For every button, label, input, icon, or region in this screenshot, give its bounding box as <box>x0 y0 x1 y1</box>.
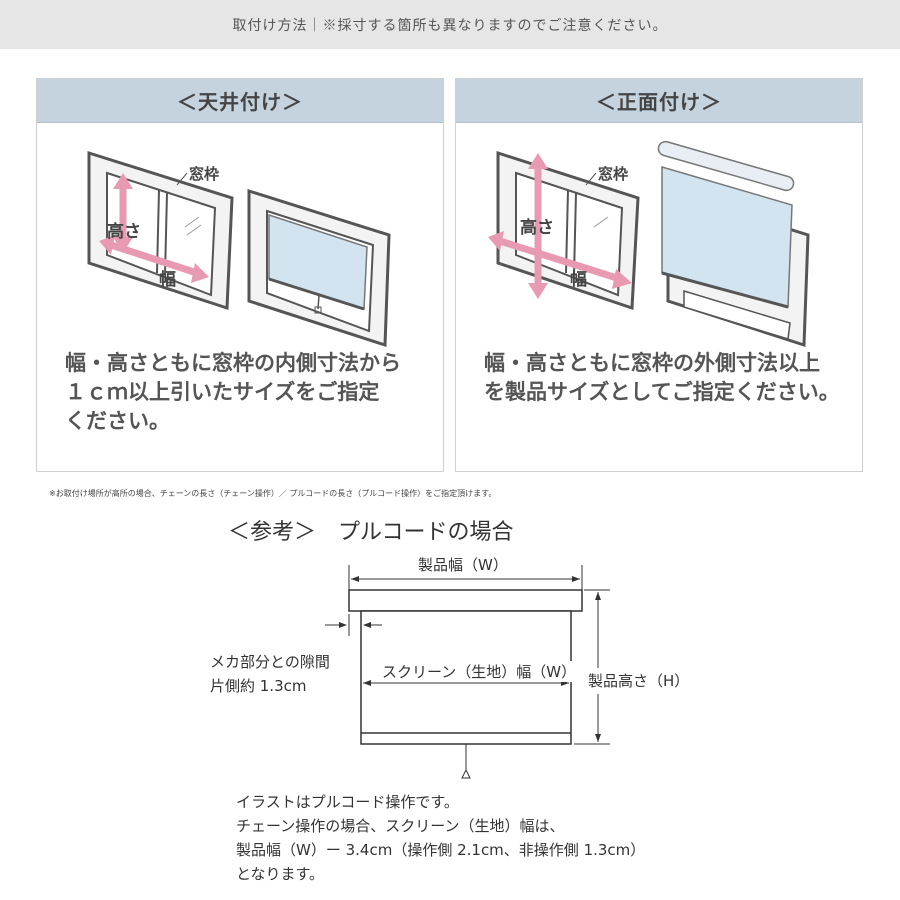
ceiling-mount-illustration: 窓枠 高さ 幅 <box>87 150 391 348</box>
header-text: 取付け方法｜※採寸する箇所も異なりますのでご注意ください。 <box>232 17 668 34</box>
installed-blind-icon <box>247 188 391 348</box>
gap-label-line1: メカ部分との隙間 <box>210 653 330 671</box>
header-bar: 取付け方法｜※採寸する箇所も異なりますのでご注意ください。 <box>0 0 900 49</box>
height-arrow-icon <box>113 173 133 253</box>
ceiling-mount-description: 幅・高さともに窓枠の内側寸法から １ｃｍ以上引いたサイズをご指定 ください。 <box>65 351 401 433</box>
installed-blind-icon <box>657 140 810 348</box>
width-label: 幅 <box>570 269 587 290</box>
height-label: 高さ <box>107 221 141 242</box>
height-arrow-icon <box>528 153 548 299</box>
chain-operation-note: イラストはプルコード操作です。 チェーン操作の場合、スクリーン（生地）幅は、 製… <box>236 793 646 883</box>
width-label: 幅 <box>159 269 176 290</box>
frame-label: 窓枠 <box>189 165 219 183</box>
width-arrow-icon <box>99 235 209 283</box>
front-mount-description: 幅・高さともに窓枠の外側寸法以上 を製品サイズとしてご指定ください。 <box>484 351 840 404</box>
ceiling-mount-panel: ＜天井付け＞ 窓枠 高さ 幅 <box>36 78 444 472</box>
window-frame-icon <box>496 150 640 311</box>
panel-title: ＜正面付け＞ <box>456 79 862 123</box>
height-note: ※お取付け場所が高所の場合、チェーンの長さ（チェーン操作）／ プルコードの長さ（… <box>49 489 497 498</box>
frame-label: 窓枠 <box>598 165 628 183</box>
front-mount-title: ＜正面付け＞ <box>596 90 722 114</box>
panel-title: ＜天井付け＞ <box>37 79 443 123</box>
height-label: 高さ <box>520 217 554 238</box>
gap-label-line2: 片側約 1.3cm <box>210 677 307 695</box>
front-mount-illustration: 窓枠 高さ 幅 <box>488 140 810 348</box>
ceiling-mount-title: ＜天井付け＞ <box>177 90 303 114</box>
front-mount-panel: ＜正面付け＞ 窓枠 高さ 幅 幅・高さと <box>455 78 863 472</box>
reference-title: ＜参考＞ プルコードの場合 <box>228 520 514 545</box>
product-height-label: 製品高さ（H） <box>588 670 690 691</box>
screen-width-label: スクリーン（生地）幅（W） <box>380 661 579 682</box>
pull-cord-icon <box>461 744 471 779</box>
width-arrow-icon <box>488 231 632 289</box>
product-width-label: 製品幅（W） <box>418 556 508 574</box>
